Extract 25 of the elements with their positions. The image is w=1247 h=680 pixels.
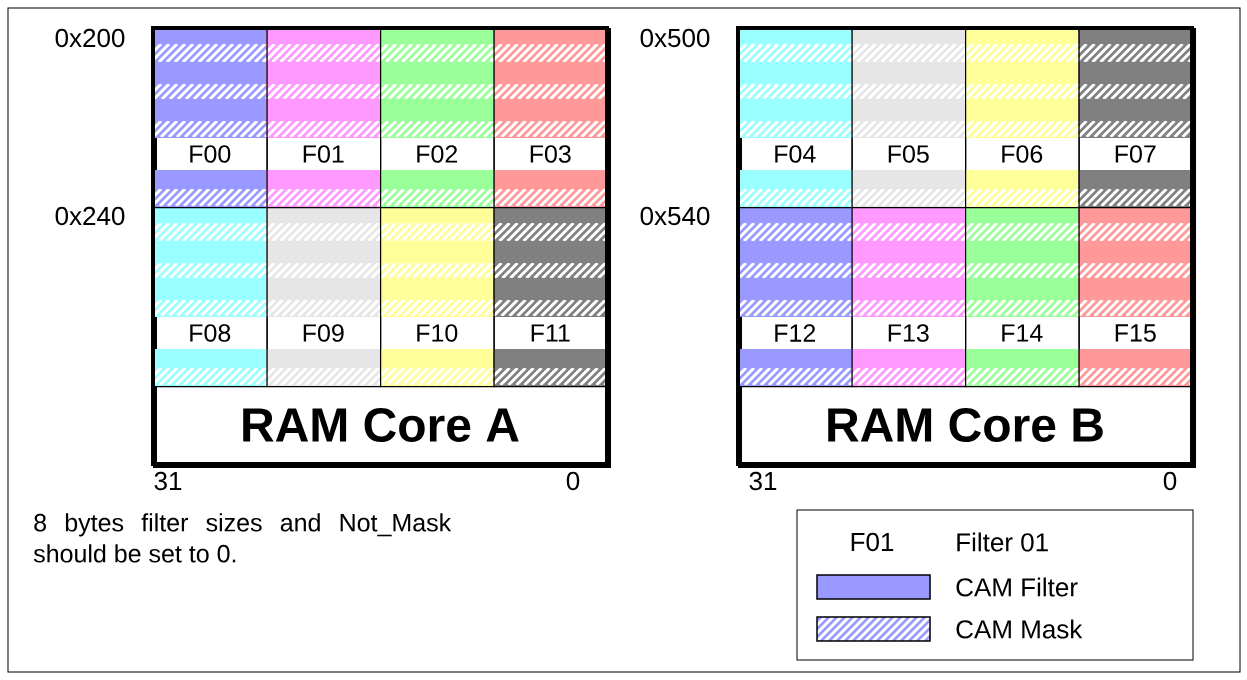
filter-cell: F15 xyxy=(1078,207,1194,388)
legend-text: Filter 01 xyxy=(957,532,1048,552)
filter-cell: F14 xyxy=(965,207,1080,388)
note-text: 8 bytes filter sizes and Not_Mask should be set to 0. xyxy=(33,513,452,563)
bit-label: 0 xyxy=(566,471,580,491)
bit-label: 0 xyxy=(1163,471,1177,491)
legend-sample-text: F01 xyxy=(851,532,894,552)
filter-cell: F10 xyxy=(380,207,495,388)
filter-cell: F09 xyxy=(266,207,382,388)
address-label: 0x200 xyxy=(55,28,125,48)
address-label: 0x240 xyxy=(55,206,125,226)
bit-label: 31 xyxy=(154,471,182,491)
filter-cell: F07 xyxy=(1078,28,1194,209)
filter-cell: F08 xyxy=(153,207,268,388)
filter-cell: F05 xyxy=(851,28,967,209)
legend-text: CAM Filter xyxy=(956,577,1078,597)
filter-cell: F03 xyxy=(493,28,609,209)
filter-cell: F11 xyxy=(493,207,609,388)
filter-cell: F01 xyxy=(266,28,382,209)
legend-text: CAM Mask xyxy=(956,619,1083,639)
filter-cell: F13 xyxy=(851,207,967,388)
address-label: 0x500 xyxy=(640,28,710,48)
bit-label: 31 xyxy=(749,471,777,491)
filter-cell: F12 xyxy=(738,207,853,388)
address-label: 0x540 xyxy=(640,206,710,226)
